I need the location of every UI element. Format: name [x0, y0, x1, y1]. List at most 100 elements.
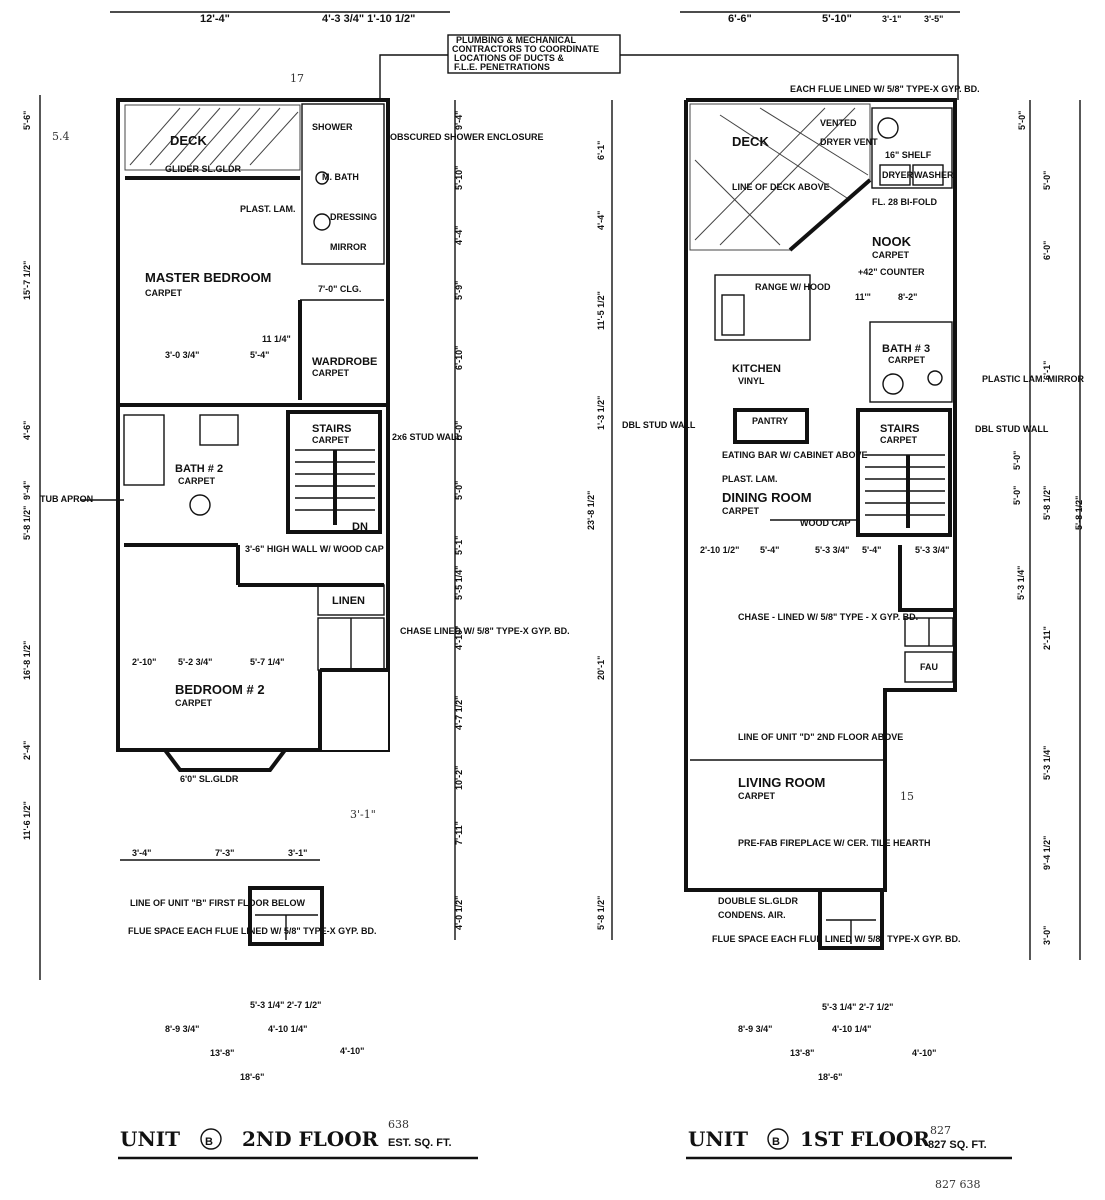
svg-text:4'-6": 4'-6"	[22, 421, 32, 440]
svg-text:5'-6": 5'-6"	[22, 111, 32, 130]
svg-text:10'-2": 10'-2"	[454, 766, 464, 790]
svg-text:3'-0 3/4": 3'-0 3/4"	[165, 350, 199, 360]
svg-text:13'-8": 13'-8"	[790, 1048, 814, 1058]
svg-text:6'-10": 6'-10"	[454, 346, 464, 370]
svg-text:9'-4 1/2": 9'-4 1/2"	[1042, 836, 1052, 870]
svg-text:16'-8 1/2": 16'-8 1/2"	[22, 641, 32, 680]
svg-text:11'-6 1/2": 11'-6 1/2"	[22, 801, 32, 840]
svg-text:4'-7 1/2": 4'-7 1/2"	[454, 696, 464, 730]
svg-text:5'-0": 5'-0"	[454, 481, 464, 500]
svg-text:3'-0": 3'-0"	[1042, 926, 1052, 945]
wardrobe-label: WARDROBE	[312, 356, 377, 368]
left-area-hand: 638	[388, 1118, 409, 1131]
line-unit-d-note: LINE OF UNIT "D" 2ND FLOOR ABOVE	[738, 732, 903, 742]
slider-label: 6'0" SL.GLDR	[180, 774, 239, 784]
washer-label: WASHER	[914, 170, 954, 180]
svg-text:5'-10": 5'-10"	[454, 166, 464, 190]
left-floor-text: 2ND FLOOR	[242, 1127, 379, 1151]
svg-text:11'-5 1/2": 11'-5 1/2"	[596, 291, 606, 330]
svg-text:3'-1": 3'-1"	[288, 848, 307, 858]
svg-text:4'-10 1/4": 4'-10 1/4"	[832, 1024, 871, 1034]
stud-wall-1st: DBL STUD WALL	[975, 424, 1049, 434]
condensing-label: CONDENS. AIR.	[718, 910, 786, 920]
svg-text:8'-9 3/4": 8'-9 3/4"	[165, 1024, 199, 1034]
svg-text:5'-4": 5'-4"	[250, 350, 269, 360]
svg-text:LOCATIONS OF DUCTS &: LOCATIONS OF DUCTS &	[454, 53, 564, 63]
stairs-label: STAIRS	[312, 423, 352, 435]
left-unit-circle	[200, 1128, 222, 1150]
mirror-label: MIRROR	[330, 242, 367, 252]
dryer-label: DRYER	[882, 170, 914, 180]
svg-text:6'-1": 6'-1"	[596, 141, 606, 160]
lav-sink-1st-icon	[882, 373, 904, 395]
fireplace-note: PRE-FAB FIREPLACE W/ CER. TILE HEARTH	[738, 838, 931, 848]
line-of-unit-note: LINE OF UNIT "B" FIRST FLOOR BELOW	[130, 898, 306, 908]
svg-text:4'-4": 4'-4"	[596, 211, 606, 230]
chase-note-1st: CHASE - LINED W/ 5/8" TYPE - X GYP. BD.	[738, 612, 918, 622]
deck-label-1st: DECK	[732, 134, 769, 149]
svg-text:5'-2 3/4": 5'-2 3/4"	[178, 657, 212, 667]
svg-text:5'-8 1/2": 5'-8 1/2"	[1042, 486, 1052, 520]
svg-text:9'-4": 9'-4"	[454, 111, 464, 130]
nook-label: NOOK	[872, 234, 912, 249]
svg-text:18'-6": 18'-6"	[818, 1072, 842, 1082]
svg-text:7'-3": 7'-3"	[215, 848, 234, 858]
bath3-label: BATH # 3	[882, 343, 930, 355]
water-heater-icon	[877, 117, 899, 139]
svg-text:5'-0": 5'-0"	[1012, 486, 1022, 505]
left-area-text: EST. SQ. FT.	[388, 1137, 452, 1149]
svg-text:6'-0": 6'-0"	[1042, 241, 1052, 260]
svg-text:2'-11": 2'-11"	[1042, 626, 1052, 650]
svg-text:2'-10 1/2": 2'-10 1/2"	[700, 545, 739, 555]
dn-label: DN	[352, 521, 368, 533]
right-floor-text: 1ST FLOOR	[800, 1127, 930, 1151]
shelf-label: 16" SHELF	[885, 150, 932, 160]
svg-text:8'-2": 8'-2"	[898, 292, 917, 302]
svg-text:6'-1": 6'-1"	[1042, 361, 1052, 380]
svg-text:8'-9 3/4": 8'-9 3/4"	[738, 1024, 772, 1034]
svg-text:5'-3 3/4": 5'-3 3/4"	[915, 545, 949, 555]
svg-text:5'-3 1/4": 5'-3 1/4"	[1016, 566, 1026, 600]
half-wall-note: 3'-6" HIGH WALL W/ WOOD CAP	[245, 544, 384, 554]
linen-label: LINEN	[332, 595, 365, 607]
plast-lam-1st: PLAST. LAM.	[722, 474, 778, 484]
wood-cap-label: WOOD CAP	[800, 518, 851, 528]
left-title: UNIT B 2ND FLOOR EST. SQ. FT. 638	[118, 1118, 478, 1160]
svg-text:5'-3 1/4" 2'-7 1/2": 5'-3 1/4" 2'-7 1/2"	[822, 1002, 893, 1012]
range-label: RANGE W/ HOOD	[755, 282, 831, 292]
flue-note: FLUE SPACE EACH FLUE LINED W/ 5/8" TYPE-…	[128, 926, 376, 936]
master-bath-label: M. BATH	[322, 172, 359, 182]
chase-note: CHASE LINED W/ 5/8" TYPE-X GYP. BD.	[400, 626, 570, 636]
right-unit-text: UNIT	[688, 1127, 748, 1151]
toilet-2-icon	[189, 494, 211, 516]
dressing-label: DRESSING	[330, 212, 377, 222]
bifold-label: FL. 28 BI-FOLD	[872, 197, 938, 207]
dining-label: DINING ROOM	[722, 490, 812, 505]
flue-note-1st: FLUE SPACE EACH FLUE LINED W/ 5/8" TYPE-…	[712, 934, 960, 944]
right-side-dimensions: 5'-0" 5'-0" 6'-0" 6'-1" 5'-0" 5'-0" 5'-8…	[1012, 100, 1084, 960]
svg-text:4'-10": 4'-10"	[454, 626, 464, 650]
bedroom2-finish: CARPET	[175, 698, 213, 708]
right-area-hand: 827	[930, 1124, 951, 1137]
svg-text:18'-6": 18'-6"	[240, 1072, 264, 1082]
eating-bar-note: EATING BAR W/ CABINET ABOVE	[722, 450, 868, 460]
svg-text:3'-4": 3'-4"	[132, 848, 151, 858]
svg-text:4'-10": 4'-10"	[340, 1046, 364, 1056]
nook-finish: CARPET	[872, 250, 910, 260]
svg-text:5'-0": 5'-0"	[1012, 451, 1022, 470]
bath2-label: BATH # 2	[175, 463, 223, 475]
margin-mark-1: 17	[290, 72, 304, 85]
vented-label: VENTED	[820, 118, 857, 128]
stairs-finish-1st: CARPET	[880, 435, 918, 445]
second-floor-plan: DECK GLIDER SL.GLDR SHOWER M. BATH OBSCU…	[40, 98, 570, 1082]
svg-text:5'-1": 5'-1"	[454, 536, 464, 555]
margin-mark-0: 5.4	[52, 130, 70, 143]
svg-text:20'-1": 20'-1"	[596, 656, 606, 680]
right-area-text: 827 SQ. FT.	[928, 1139, 987, 1151]
left-side-dimensions: 5'-6" 15'-7 1/2" 4'-6" 9'-4" 5'-8 1/2" 1…	[22, 95, 41, 980]
shower-label: SHOWER	[312, 122, 353, 132]
svg-text:5'-8 1/2": 5'-8 1/2"	[1074, 496, 1084, 530]
margin-mark-2: 15	[900, 790, 914, 803]
svg-text:1'-3 1/2": 1'-3 1/2"	[596, 396, 606, 430]
